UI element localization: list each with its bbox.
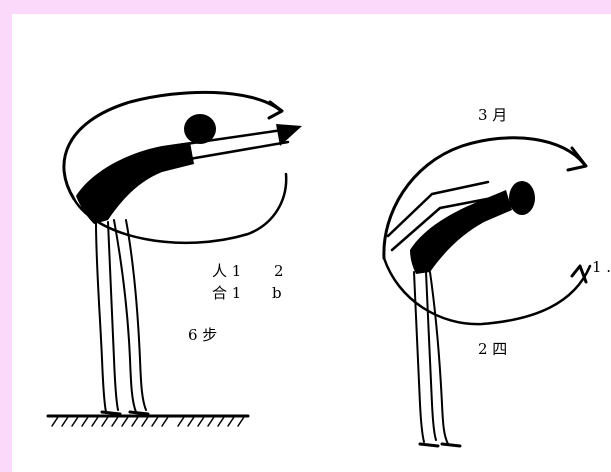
right-leg-back-inner [426,272,436,440]
left-leg-back [96,222,106,412]
left-label-pair-bottom-right: b [272,284,282,302]
left-rotation-arrowhead [269,102,282,118]
right-rotation-ellipse-upper [384,138,584,258]
left-label-pair-top-left: 人 1 [212,262,241,280]
left-head [184,114,216,144]
left-leg-front-inner [126,220,146,410]
illustration-canvas: 人 1 2 合 1 b 6 步 3 月 1 . 2 四 [12,14,611,472]
exercise-diagram: 人 1 2 合 1 b 6 步 3 月 1 . 2 四 [12,14,611,472]
right-label-bottom: 2 四 [478,340,507,358]
right-rotation-arrowhead-lower [572,266,586,282]
left-figure [48,92,302,426]
left-ground [48,416,248,426]
right-label-right: 1 . [592,258,611,276]
right-figure [384,138,590,446]
left-feet [102,412,148,414]
left-torso [76,142,194,224]
left-leg-back-inner [108,222,118,410]
left-label-pair-top-right: 2 [274,262,284,280]
right-label-top: 3 月 [478,106,507,124]
right-head [509,181,535,215]
right-leg-back [414,272,424,442]
left-leg-front [114,220,136,412]
right-feet [420,444,460,446]
left-label-beat: 6 步 [188,326,217,344]
left-label-pair-bottom-left: 合 1 [212,284,241,302]
right-torso [410,190,512,274]
